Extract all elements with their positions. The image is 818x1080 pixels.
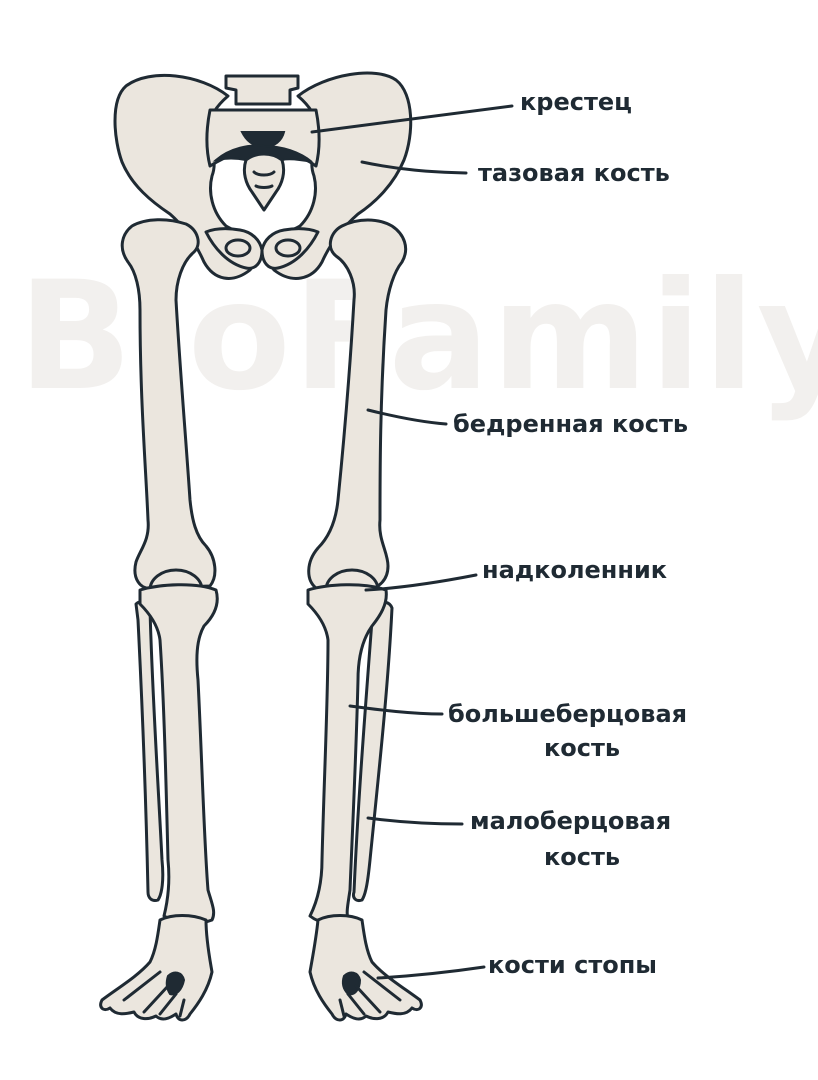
label-foot: кости стопы: [488, 951, 657, 979]
left-foot-gap: [165, 971, 186, 996]
left-obturator: [224, 238, 252, 258]
right-femur: [307, 218, 408, 590]
leader-fibula: [366, 816, 464, 826]
leader-foot: [376, 965, 486, 980]
label-tibia-line1: большеберцовая: [448, 700, 687, 728]
leader-pelvis: [360, 160, 468, 175]
label-sacrum: крестец: [520, 88, 632, 116]
label-tibia-line2: кость: [544, 734, 620, 762]
right-obturator: [274, 238, 302, 258]
label-femur: бедренная кость: [453, 410, 688, 438]
leader-patella: [364, 573, 478, 592]
right-fibula: [352, 600, 394, 902]
right-leg: [306, 218, 423, 1022]
label-patella: надколенник: [482, 556, 667, 584]
label-fibula-line1: малоберцовая: [470, 807, 671, 835]
left-fibula: [134, 600, 165, 902]
right-pubis: [260, 227, 320, 270]
leader-tibia: [348, 704, 444, 716]
labels: крестец тазовая кость бедренная кость на…: [448, 88, 688, 979]
left-leg: [99, 218, 219, 1022]
left-tibia: [138, 583, 219, 925]
label-pelvis: тазовая кость: [478, 159, 670, 187]
leader-femur: [366, 408, 448, 426]
sacrum-cap: [224, 74, 300, 106]
right-foot-gap: [341, 971, 362, 996]
coccyx: [242, 152, 286, 212]
right-tibia: [306, 583, 388, 925]
left-femur: [120, 218, 217, 590]
right-foot: [308, 914, 423, 1022]
coccyx-detail: [252, 170, 276, 189]
label-fibula-line2: кость: [544, 843, 620, 871]
left-toe-lines: [122, 970, 186, 1018]
left-foot: [99, 914, 214, 1022]
right-toe-lines: [338, 970, 402, 1018]
leader-sacrum: [310, 104, 514, 134]
leader-lines: [310, 104, 514, 980]
